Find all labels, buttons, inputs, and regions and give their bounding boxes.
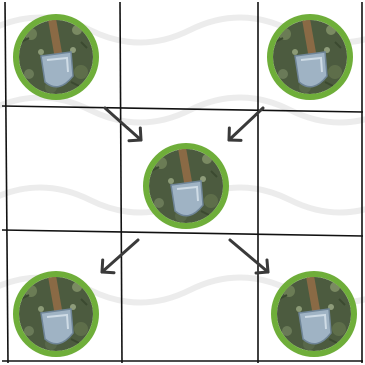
- arrow-top-left-to-center: [103, 106, 143, 143]
- shovel-icon: [13, 14, 99, 100]
- shovel-node-top-left: [11, 12, 101, 102]
- shovel-icon: [271, 271, 357, 357]
- arrow-center-to-bottom-right: [228, 238, 270, 275]
- grid-line-horizontal-1: [1, 105, 364, 113]
- arrow-top-right-to-center: [227, 106, 265, 142]
- grid-line-horizontal-2: [1, 229, 364, 237]
- shovel-icon: [13, 271, 99, 357]
- shovel-icon: [267, 14, 353, 100]
- arrow-center-to-bottom-left: [100, 238, 140, 275]
- shovel-node-center: [141, 141, 231, 231]
- grid-border-left: [4, 1, 9, 364]
- shovel-node-bottom-left: [11, 269, 101, 359]
- shovel-icon: [143, 143, 229, 229]
- shovel-node-bottom-right: [269, 269, 359, 359]
- grid-line-vertical-1: [119, 1, 123, 364]
- shovel-node-top-right: [265, 12, 355, 102]
